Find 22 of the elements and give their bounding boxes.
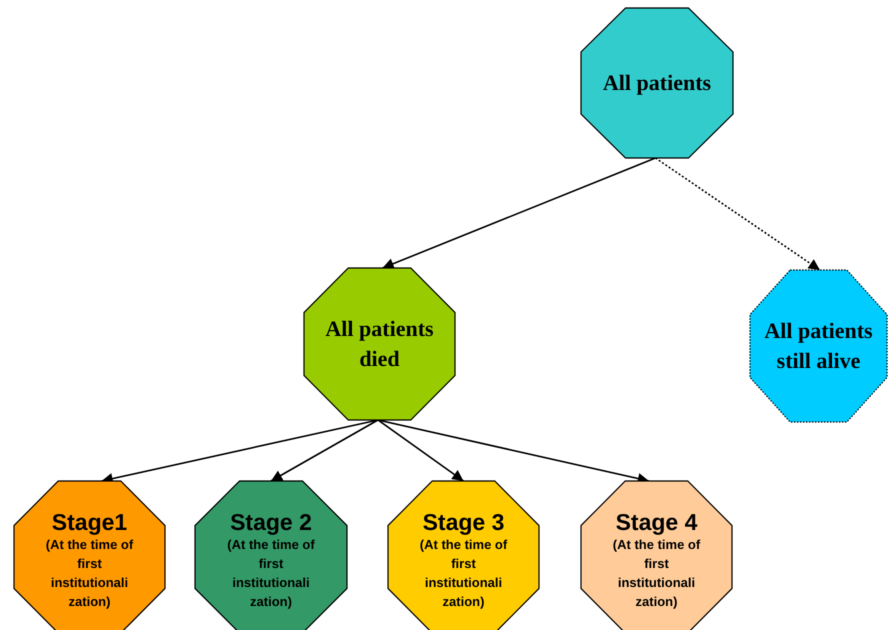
- arrow: [382, 157, 656, 269]
- node-title: Stage 4: [614, 509, 698, 535]
- node-subtitle: (At the time of first institutionali zation): [612, 536, 702, 611]
- node-subtitle: (At the time of first institutionali zation): [226, 536, 316, 611]
- node-subtitle: (At the time of first institutionali zation): [44, 536, 134, 611]
- octagon-node: [581, 481, 732, 630]
- node-title: Stage 2: [229, 509, 313, 535]
- octagon-node: [750, 270, 887, 422]
- octagon-node: [388, 481, 539, 630]
- octagon-node: [581, 8, 733, 158]
- node-subtitle: (At the time of first institutionali zation): [418, 536, 508, 611]
- octagon-node: [195, 481, 347, 630]
- octagon-node: [304, 268, 455, 420]
- arrow: [378, 419, 464, 482]
- node-title: All patients died: [324, 315, 434, 373]
- arrow: [270, 419, 378, 482]
- node-title: All patients still alive: [764, 317, 874, 375]
- node-title: Stage 3: [422, 509, 506, 535]
- octagon-node: [14, 481, 165, 630]
- arrow: [655, 157, 820, 271]
- node-title: All patients: [602, 69, 712, 97]
- node-title: Stage1: [50, 509, 128, 535]
